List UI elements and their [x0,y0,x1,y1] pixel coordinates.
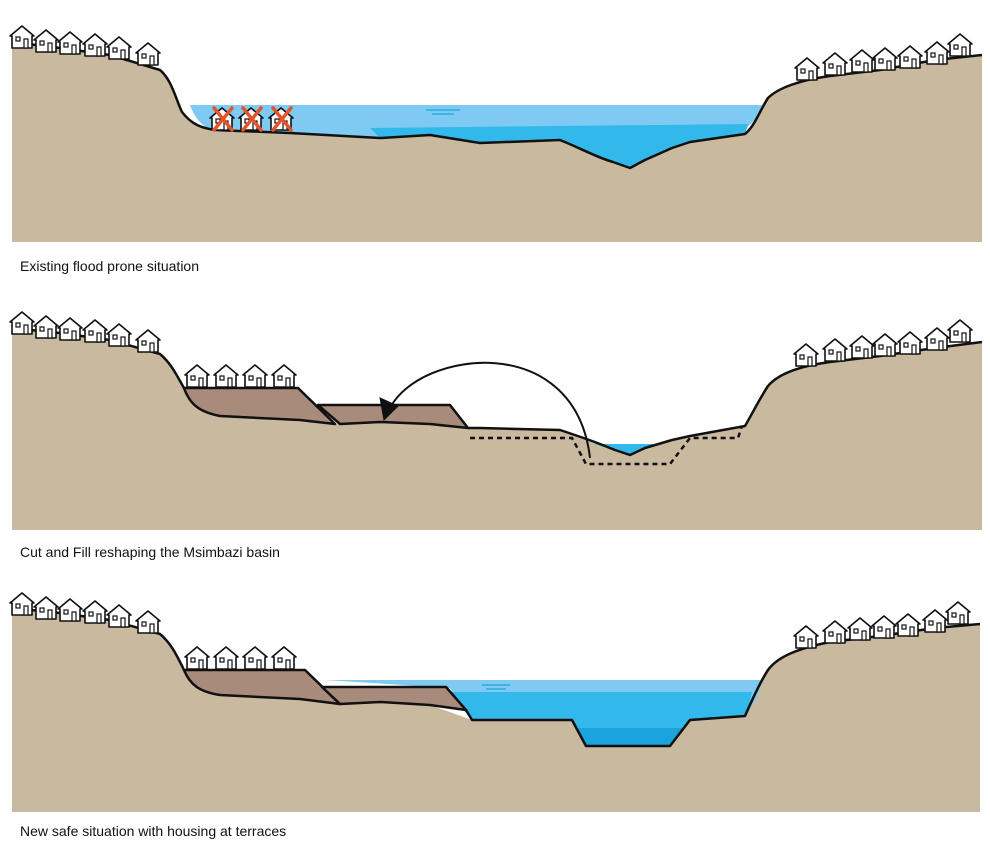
panel-new-safe [9,592,981,812]
ground-section [12,42,982,242]
house-icon [106,36,132,60]
houses-terrace [184,646,297,670]
house-icon [872,333,898,357]
house-icon [82,33,108,57]
house-icon [895,613,921,637]
fill-terrace-lower [320,685,468,712]
house-icon [871,615,897,639]
house-icon [106,604,132,628]
house-icon [57,598,83,622]
river-channel-water [370,124,748,168]
fill-terrace-lower [316,403,470,430]
flooded-houses [209,106,294,132]
panel-caption: Cut and Fill reshaping the Msimbazi basi… [20,544,280,560]
house-icon [271,364,297,388]
houses-terrace [184,364,297,388]
house-icon [242,646,268,670]
house-icon [82,600,108,624]
house-icon [849,49,875,73]
house-icon [847,617,873,641]
house-icon [213,646,239,670]
house-icon [213,364,239,388]
house-icon [57,31,83,55]
house-icon [872,47,898,71]
house-icon [822,620,848,644]
panel-caption: New safe situation with housing at terra… [20,823,287,839]
fill-terrace-upper [182,668,342,706]
house-icon [33,596,59,620]
channel-deep-water [578,728,684,746]
house-icon [9,25,35,49]
water-surface-mark [482,684,510,690]
house-icon [242,364,268,388]
cut-fill-arrow-icon [389,361,591,459]
house-icon [822,52,848,76]
house-icon [793,625,819,649]
house-icon [135,610,161,634]
cut-fill-arrowhead [379,397,399,422]
house-icon [135,329,161,353]
house-icon [184,364,210,388]
house-icon [271,646,297,670]
house-icon [82,319,108,343]
house-icon [924,327,950,351]
house-icon [897,45,923,69]
house-icon [897,331,923,355]
house-icon [57,317,83,341]
panel-caption: Existing flood prone situation [20,258,199,274]
house-icon [135,42,161,66]
house-icon [924,41,950,65]
panel-cut-and-fill [9,311,983,530]
house-icon [33,29,59,53]
house-icon [794,57,820,81]
house-icon [947,319,973,343]
house-icon [106,323,132,347]
ground-section [12,608,980,812]
house-icon [793,343,819,367]
flooded-house-icon [238,106,264,132]
flooded-house-icon [268,106,294,132]
house-icon [33,315,59,339]
house-icon [184,646,210,670]
house-icon [9,592,35,616]
house-icon [822,338,848,362]
cut-profile-dashed [470,425,744,466]
panel-existing [9,25,983,242]
water-surface-mark [426,109,460,115]
house-icon [849,335,875,359]
house-icon [947,33,973,57]
fill-terrace-upper [182,386,337,426]
house-icon [945,601,971,625]
house-icon [9,311,35,335]
house-icon [922,609,948,633]
flooded-house-icon [209,106,235,132]
terrain-outline [11,40,983,170]
